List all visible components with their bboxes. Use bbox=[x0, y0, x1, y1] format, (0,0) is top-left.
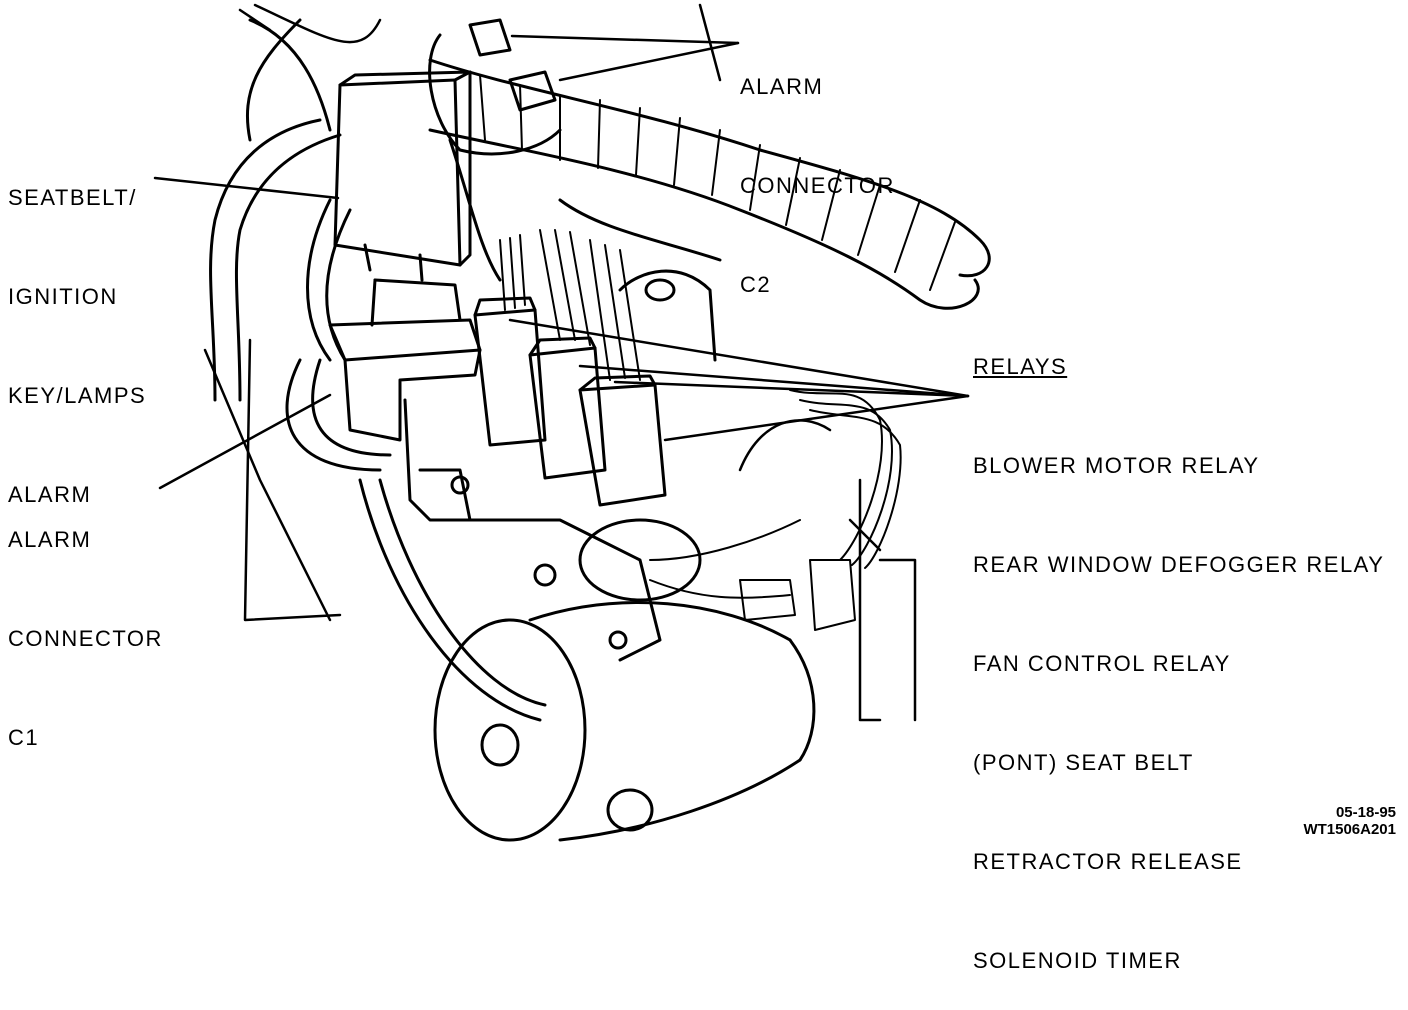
relay-item: (PONT) SEAT BELT bbox=[973, 750, 1194, 775]
relay-item: REAR WINDOW DEFOGGER RELAY bbox=[973, 552, 1385, 577]
rear-defogger-relay-part bbox=[528, 336, 607, 480]
seatbelt-alarm-module bbox=[333, 70, 472, 282]
relays-label: RELAYS BLOWER MOTOR RELAY REAR WINDOW DE… bbox=[973, 284, 1384, 1010]
relay-wire-bundle bbox=[499, 229, 641, 381]
right-wire-bundle bbox=[649, 389, 902, 631]
left-wire-loom bbox=[209, 118, 547, 722]
relay-item: RETRACTOR RELEASE bbox=[973, 849, 1243, 874]
relay-item: FAN CONTROL RELAY bbox=[973, 651, 1231, 676]
relay-location-illustration bbox=[153, 3, 991, 842]
label-line: CONNECTOR bbox=[740, 173, 895, 198]
label-line: IGNITION bbox=[8, 284, 118, 309]
blower-motor bbox=[433, 269, 816, 842]
figure-date: 05-18-95 bbox=[1335, 804, 1396, 821]
label-line: C1 bbox=[8, 725, 40, 750]
relays-heading: RELAYS bbox=[973, 354, 1068, 379]
label-line: ALARM bbox=[740, 74, 824, 99]
fan-control-relay-part bbox=[578, 374, 667, 507]
alarm-connector-c2-label: ALARM CONNECTOR C2 bbox=[740, 4, 895, 334]
alarm-connector-c2-part bbox=[428, 18, 562, 156]
seatbelt-alarm-label: SEATBELT/ IGNITION KEY/LAMPS ALARM bbox=[8, 115, 146, 544]
leader-lines bbox=[153, 34, 970, 490]
label-line: C2 bbox=[740, 272, 772, 297]
label-line: ALARM bbox=[8, 527, 92, 552]
label-line: CONNECTOR bbox=[8, 626, 163, 651]
label-line: ALARM bbox=[8, 482, 92, 507]
relay-item: SOLENOID TIMER bbox=[973, 948, 1182, 973]
label-line: KEY/LAMPS bbox=[8, 383, 147, 408]
figure-id: WT1506A201 bbox=[1303, 821, 1396, 838]
alarm-connector-c1-label: ALARM CONNECTOR C1 bbox=[8, 457, 163, 787]
figure-code: 05-18-95 WT1506A201 bbox=[1303, 804, 1396, 838]
relay-item: BLOWER MOTOR RELAY bbox=[973, 453, 1260, 478]
label-line: SEATBELT/ bbox=[8, 185, 137, 210]
